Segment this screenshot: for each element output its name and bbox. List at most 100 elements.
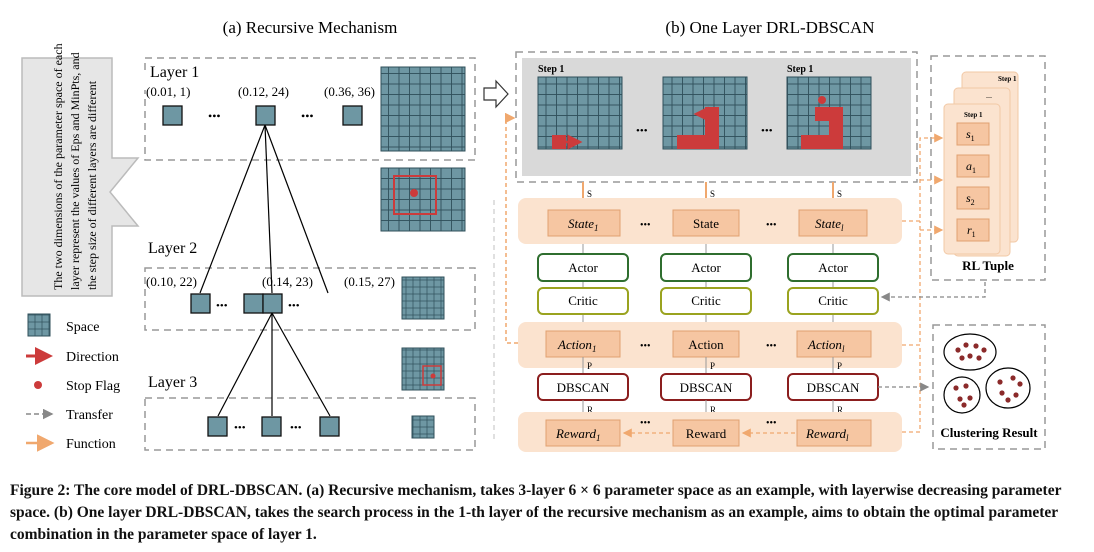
reward-dots-2: ••• <box>766 418 777 429</box>
legend: Space Direction Stop Flag Transfer Funct… <box>26 313 120 452</box>
legend-space-label: Space <box>66 320 99 335</box>
legend-function-label: Function <box>66 437 116 452</box>
action-dots-2: ••• <box>766 341 777 352</box>
p-label-2: P <box>710 361 715 371</box>
action-box-3 <box>796 330 872 358</box>
rl-panel <box>930 55 1046 281</box>
l2-space-grid <box>401 276 445 320</box>
layer1-label: Layer 1 <box>150 64 199 81</box>
legend-stop-label: Stop Flag <box>66 379 120 394</box>
r-label-2: R <box>710 405 716 415</box>
state-box-1 <box>547 209 621 237</box>
s-label-1: S <box>587 189 592 199</box>
actor-box-2 <box>660 253 752 282</box>
critic-feedback-arrow <box>880 282 986 302</box>
tree-lines <box>199 124 331 417</box>
step-panel-border <box>515 51 918 183</box>
step-dots-1: ••• <box>636 125 648 137</box>
layer3-box <box>144 397 476 451</box>
l1-node-2 <box>255 105 276 126</box>
l1-node-1 <box>162 105 183 126</box>
l1-point-1: (0.01, 1) <box>146 84 190 99</box>
zoom-selection <box>393 175 437 215</box>
clustering-panel <box>932 324 1046 450</box>
l2-zoom-stop-flag <box>430 373 436 379</box>
dbscan-label-1: DBSCAN <box>557 380 610 395</box>
l3-node-2 <box>261 416 282 437</box>
l3-space-grid <box>411 415 435 439</box>
hollow-arrow-icon <box>483 79 509 109</box>
s-label-2: S <box>710 189 715 199</box>
l2-zoom-selection <box>422 365 442 386</box>
l2-dots-2: ••• <box>288 300 300 312</box>
step-1-label: Step 1 <box>538 64 564 75</box>
l3-dots-1: ••• <box>234 422 246 434</box>
legend-direction-label: Direction <box>66 350 119 365</box>
critic-box-2 <box>660 287 752 315</box>
step-3-label: Step 1 <box>787 64 813 75</box>
clustering-title: Clustering Result <box>940 425 1038 440</box>
dbscan-label-2: DBSCAN <box>680 380 733 395</box>
to-rl-arrows <box>902 133 944 433</box>
s-label-3: S <box>837 189 842 199</box>
layer3-label: Layer 3 <box>148 374 197 391</box>
rl-r1: r1 <box>967 223 976 239</box>
rl-dots-back: ... <box>986 91 992 100</box>
state-dots-2: ••• <box>766 220 777 231</box>
actor-box-1 <box>537 253 629 282</box>
layer2-label: Layer 2 <box>148 240 197 257</box>
critic-label-2: Critic <box>691 293 721 308</box>
l1-point-2: (0.12, 24) <box>238 84 289 99</box>
layer2-box <box>144 267 476 331</box>
reward-label-3: Rewardl <box>805 426 849 443</box>
reward-label-2: Reward <box>686 426 727 441</box>
figure-caption: Figure 2: The core model of DRL-DBSCAN. … <box>10 482 1062 543</box>
critic-box-3 <box>787 287 879 315</box>
reward-label-1: Reward1 <box>555 426 600 443</box>
side-note: The two dimensions of the parameter spac… <box>21 40 140 297</box>
l2-point-2: (0.14, 23) <box>262 274 313 289</box>
action-label-3: Actionl <box>807 337 845 354</box>
l3-node-3 <box>319 416 340 437</box>
actor-label-2: Actor <box>691 260 721 275</box>
p-label-3: P <box>837 361 842 371</box>
l2-node-1 <box>190 293 211 314</box>
zoom-stop-flag <box>410 189 418 197</box>
rl-step-front: Step 1 <box>964 111 983 119</box>
step-grid-1 <box>537 76 623 150</box>
reward-dots-1: ••• <box>640 418 651 429</box>
reward-box-2 <box>672 419 740 447</box>
rl-step-back: Step 1 <box>998 75 1017 83</box>
action-label-2: Action <box>688 337 724 352</box>
actor-label-3: Actor <box>818 260 848 275</box>
p-label-1: P <box>587 361 592 371</box>
right-title: (b) One Layer DRL-DBSCAN <box>665 18 874 37</box>
critic-box-1 <box>537 287 629 315</box>
legend-stop-icon <box>34 381 42 389</box>
l2-node-2 <box>243 293 264 314</box>
l2-point-3: (0.15, 27) <box>344 274 395 289</box>
rl-title: RL Tuple <box>962 258 1014 273</box>
l3-dots-2: ••• <box>290 422 302 434</box>
left-title: (a) Recursive Mechanism <box>223 18 398 37</box>
step-grid-3 <box>786 76 872 150</box>
actor-box-3 <box>787 253 879 282</box>
state-box-3 <box>798 209 868 237</box>
l1-point-3: (0.36, 36) <box>324 84 375 99</box>
reward-box-3 <box>796 419 872 447</box>
l2-point-1: (0.10, 22) <box>146 274 197 289</box>
step-grid-2 <box>662 76 748 150</box>
figure-diagram: (a) Recursive Mechanism (b) One Layer DR… <box>21 18 1046 452</box>
l1-dots-2: ••• <box>301 109 314 123</box>
rl-a1: a1 <box>966 159 976 175</box>
actor-label-1: Actor <box>568 260 598 275</box>
critic-label-3: Critic <box>818 293 848 308</box>
state-label-2: State <box>693 216 719 231</box>
state-dots-1: ••• <box>640 220 651 231</box>
l1-node-3 <box>342 105 363 126</box>
r-label-1: R <box>587 405 593 415</box>
side-note-text: The two dimensions of the parameter spac… <box>51 40 99 290</box>
action-label-1: Action1 <box>557 337 596 354</box>
function-loop-arrow <box>505 112 518 344</box>
p-connectors <box>582 357 834 374</box>
